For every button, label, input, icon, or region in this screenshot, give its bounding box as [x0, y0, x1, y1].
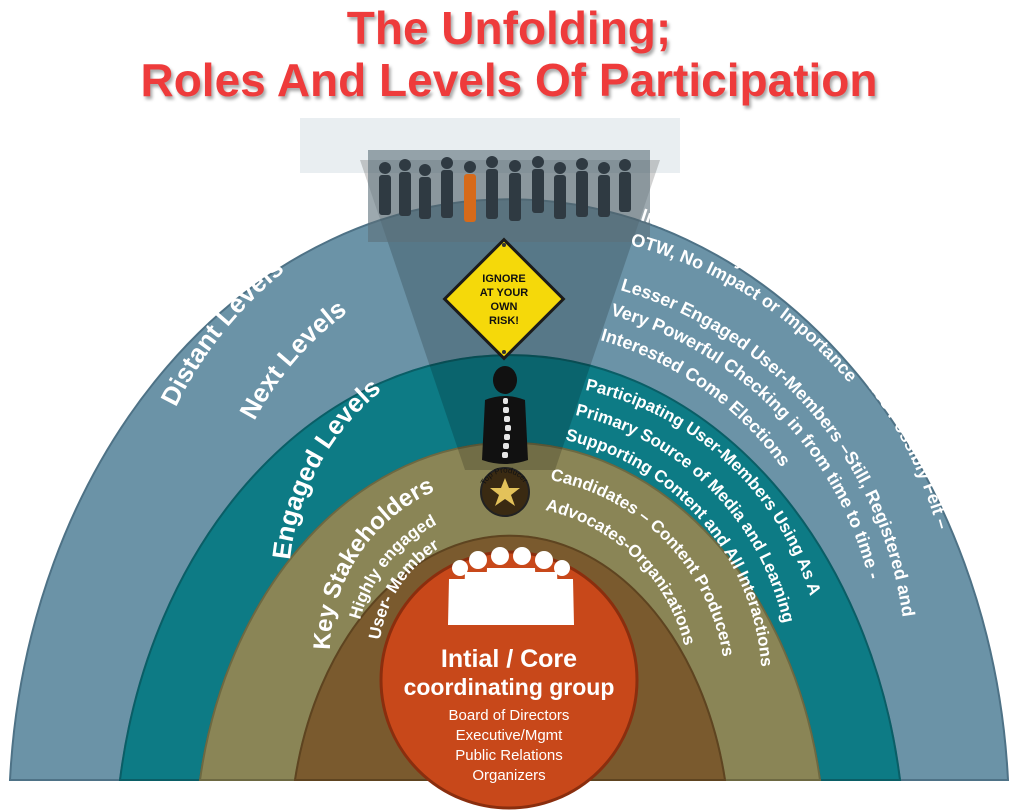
- title-line-2: Roles And Levels Of Participation: [140, 54, 878, 106]
- warning-sign-icon: IGNORE AT YOUR OWN RISK!: [442, 237, 566, 361]
- warning-line-4: RISK!: [489, 315, 519, 327]
- warning-line-2: AT YOUR: [480, 287, 529, 299]
- core-item-4: Organizers: [472, 767, 545, 784]
- core-item-2: Executive/Mgmt: [456, 727, 564, 744]
- warning-line-3: OWN: [491, 301, 518, 313]
- title-line-1: The Unfolding;: [346, 2, 672, 54]
- page-title: The Unfolding; Roles And Levels Of Parti…: [0, 2, 1018, 106]
- star-badge-icon: Top Producer: [479, 466, 530, 517]
- spine-silhouette-icon: [482, 366, 528, 464]
- people-silhouette-icon: [448, 547, 574, 625]
- core-title-line-1: Intial / Core: [441, 645, 577, 673]
- core-group: Intial / Core coordinating group Board o…: [379, 547, 639, 810]
- core-title-line-2: coordinating group: [404, 674, 615, 700]
- core-item-1: Board of Directors: [449, 707, 570, 724]
- crowd-photo-icon: [368, 150, 650, 242]
- warning-line-1: IGNORE: [482, 273, 525, 285]
- core-item-3: Public Relations: [455, 747, 563, 764]
